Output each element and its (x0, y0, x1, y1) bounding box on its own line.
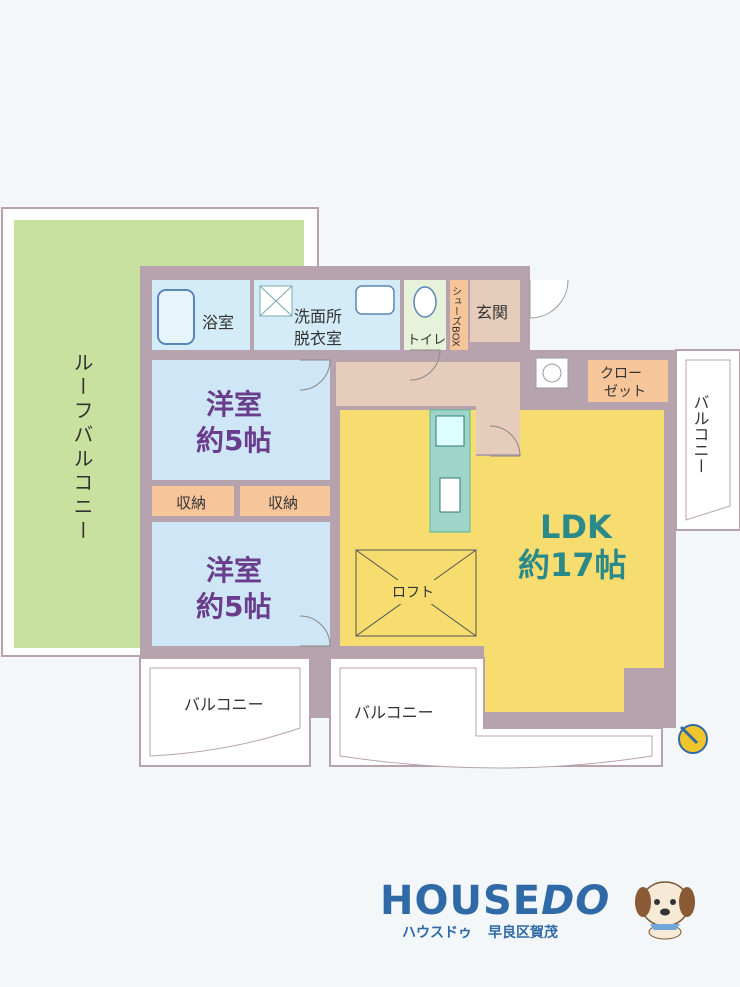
right-balcony-label: バルコニー (691, 394, 710, 474)
logo-main-italic: DO (541, 878, 611, 924)
roof-balcony-label: ルーフバルコニー (70, 352, 94, 544)
housedo-logo: HOUSEDO ハウスドゥ早良区賀茂 (380, 878, 710, 948)
storage-2 (240, 486, 330, 516)
balcony-connector (310, 658, 330, 718)
washroom-label-2: 脱衣室 (294, 329, 342, 348)
hallway (336, 362, 520, 406)
bottom-left-balcony-label: バルコニー (184, 695, 264, 714)
western-room-1 (152, 360, 330, 480)
western-room-1-label-2: 約5帖 (196, 424, 271, 457)
entry-door (529, 279, 569, 319)
logo-wordmark: HOUSEDO (380, 878, 610, 924)
storage-2-label: 収納 (268, 494, 298, 512)
shoe-box-label: シューズBOX (450, 286, 462, 347)
western-room-1-label-1: 洋室 (206, 388, 262, 421)
entrance-label: 玄関 (476, 303, 508, 322)
sink-icon (355, 285, 395, 315)
north-arrow-icon (678, 724, 708, 754)
loft-label: ロフト (392, 585, 434, 601)
bathtub-icon (157, 289, 195, 345)
entrance (470, 280, 520, 342)
western-room-2 (152, 522, 330, 646)
bathroom-label: 浴室 (202, 313, 234, 332)
logo-brand-kana: ハウスドゥ (402, 925, 472, 941)
storage-1 (152, 486, 234, 516)
dog-mascot-icon (635, 881, 695, 940)
bottom-mid-balcony-label: バルコニー (354, 703, 434, 722)
closet-label-2: ゼット (604, 384, 646, 400)
stove-icon (435, 415, 465, 447)
western-room-2-label-1: 洋室 (206, 554, 262, 587)
western-room-2-label-2: 約5帖 (196, 590, 271, 623)
storage-1-label: 収納 (176, 494, 206, 512)
shoe-box (450, 280, 468, 350)
kitchen-sink-icon (439, 477, 461, 513)
logo-branch: 早良区賀茂 (488, 925, 558, 941)
hallway-down (476, 406, 520, 454)
closet (588, 360, 668, 402)
ldk-label-2: 約17帖 (518, 546, 627, 584)
toilet-icon (413, 286, 437, 318)
toilet-label: トイレ (407, 333, 446, 348)
ldk-label-1: LDK (540, 508, 613, 546)
logo-main-text: HOUSE (380, 878, 542, 924)
loft-hatch (355, 549, 477, 637)
logo-subtitle: ハウスドゥ早良区賀茂 (402, 922, 574, 942)
washroom-label-1: 洗面所 (294, 307, 342, 326)
closet-label-1: クロー (600, 366, 642, 382)
